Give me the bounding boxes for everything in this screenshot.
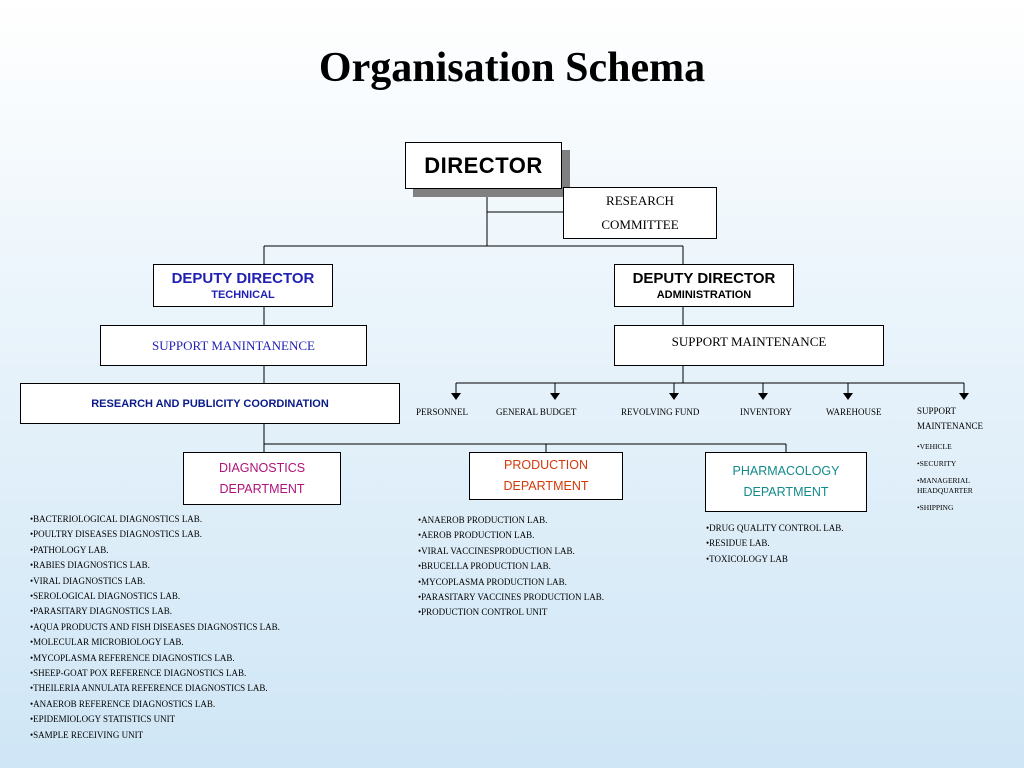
production-name-line2: DEPARTMENT [503, 479, 589, 493]
lab-list-item: •AQUA PRODUCTS AND FISH DISEASES DIAGNOS… [30, 621, 280, 632]
pharmacology-department-box: PHARMACOLOGY DEPARTMENT [705, 452, 867, 512]
lab-list-item: •PARASITARY DIAGNOSTICS LAB. [30, 606, 173, 617]
lab-list-item: •TOXICOLOGY LAB [706, 553, 788, 564]
lab-list-item: •PATHOLOGY LAB. [30, 544, 109, 555]
support-technical-box: SUPPORT MANINTANENCE [100, 325, 367, 366]
lab-list-item: •POULTRY DISEASES DIAGNOSTICS LAB. [30, 529, 203, 540]
lab-list-item: •MYCOPLASMA PRODUCTION LAB. [418, 576, 567, 587]
lab-list-item: •EPIDEMIOLOGY STATISTICS UNIT [30, 714, 176, 725]
director-label: DIRECTOR [424, 152, 543, 178]
lab-list-item: •BACTERIOLOGICAL DIAGNOSTICS LAB. [30, 514, 203, 524]
lab-list-item: •SHEEP-GOAT POX REFERENCE DIAGNOSTICS LA… [30, 668, 247, 679]
pharmacology-name-line2: DEPARTMENT [743, 485, 829, 499]
deputy-director-technical-box: DEPUTY DIRECTOR TECHNICAL [153, 264, 333, 307]
research-publicity-label: RESEARCH AND PUBLICITY COORDINATION [91, 397, 329, 410]
production-name-line1: PRODUCTION [503, 458, 589, 472]
research-committee-line1: RESEARCH [606, 193, 674, 208]
lab-list-item: •PARASITARY VACCINES PRODUCTION LAB. [418, 592, 604, 603]
lab-list-item: •RABIES DIAGNOSTICS LAB. [30, 560, 150, 571]
support-maintenance-heading-2: MAINTENANCE [917, 421, 983, 431]
lab-list-item: •BRUCELLA PRODUCTION LAB. [418, 561, 551, 572]
director-box: DIRECTOR [405, 142, 562, 189]
deputy-director-admin-box: DEPUTY DIRECTOR ADMINISTRATION [614, 264, 794, 307]
pharmacology-lab-list: •DRUG QUALITY CONTROL LAB. •RESIDUE LAB. •… [706, 521, 843, 567]
support-maintenance-item: HEADQUARTER [917, 486, 973, 495]
production-department-box: PRODUCTION DEPARTMENT [469, 452, 623, 500]
research-publicity-box: RESEARCH AND PUBLICITY COORDINATION [20, 383, 400, 424]
support-maintenance-item: •SHIPPING [917, 503, 954, 512]
lab-list-item: •ANAEROB REFERENCE DIAGNOSTICS LAB. [30, 698, 216, 709]
diagnostics-department-box: DIAGNOSTICS DEPARTMENT [183, 452, 341, 505]
support-admin-box: SUPPORT MAINTENANCE [614, 325, 884, 366]
lab-list-item: •SEROLOGICAL DIAGNOSTICS LAB. [30, 591, 181, 602]
production-lab-list: •ANAEROB PRODUCTION LAB. •AEROB PRODUCTIO… [418, 513, 604, 621]
support-technical-label: SUPPORT MANINTANENCE [152, 337, 315, 353]
admin-unit-personnel: PERSONNEL [416, 407, 469, 417]
research-committee-box: RESEARCH COMMITTEE [563, 187, 717, 239]
support-maintenance-heading-1: SUPPORT [917, 406, 956, 416]
lab-list-item: •ANAEROB PRODUCTION LAB. [418, 515, 548, 525]
admin-unit-general-budget: GENERAL BUDGET [496, 407, 577, 417]
support-maintenance-item: •MANAGERIAL [917, 476, 971, 485]
lab-list-item: •PRODUCTION CONTROL UNIT [418, 607, 548, 618]
admin-unit-revolving-fund: REVOLVING FUND [621, 407, 700, 417]
lab-list-item: •SAMPLE RECEIVING UNIT [30, 729, 144, 740]
diagnostics-lab-list: •BACTERIOLOGICAL DIAGNOSTICS LAB. •POULTR… [30, 512, 280, 743]
deputy-technical-subtitle: TECHNICAL [211, 289, 275, 301]
deputy-technical-title: DEPUTY DIRECTOR [171, 270, 315, 287]
pharmacology-name-line1: PHARMACOLOGY [732, 464, 840, 478]
support-maintenance-item: •VEHICLE [917, 442, 952, 451]
diagnostics-name-line2: DEPARTMENT [219, 481, 305, 496]
lab-list-item: •RESIDUE LAB. [706, 538, 770, 549]
support-maintenance-item: •SECURITY [917, 459, 957, 468]
deputy-admin-subtitle: ADMINISTRATION [656, 289, 752, 301]
diagnostics-name-line1: DIAGNOSTICS [218, 460, 306, 475]
support-admin-label: SUPPORT MAINTENANCE [671, 333, 827, 349]
lab-list-item: •AEROB PRODUCTION LAB. [418, 530, 535, 541]
lab-list-item: •VIRAL DIAGNOSTICS LAB. [30, 575, 146, 586]
lab-list-item: •MOLECULAR MICROBIOLOGY LAB. [30, 637, 184, 648]
admin-unit-warehouse: WAREHOUSE [826, 407, 882, 417]
lab-list-item: •DRUG QUALITY CONTROL LAB. [706, 523, 844, 533]
lab-list-item: •MYCOPLASMA REFERENCE DIAGNOSTICS LAB. [30, 652, 235, 663]
page-title: Organisation Schema [318, 45, 706, 91]
lab-list-item: •THEILERIA ANNULATA REFERENCE DIAGNOSTIC… [30, 683, 268, 694]
admin-unit-inventory: INVENTORY [740, 407, 792, 417]
deputy-admin-title: DEPUTY DIRECTOR [632, 270, 776, 287]
research-committee-line2: COMMITTEE [601, 217, 679, 232]
lab-list-item: •VIRAL VACCINESPRODUCTION LAB. [418, 545, 575, 556]
support-maintenance-list: SUPPORT MAINTENANCE •VEHICLE •SECURITY •… [917, 404, 983, 512]
